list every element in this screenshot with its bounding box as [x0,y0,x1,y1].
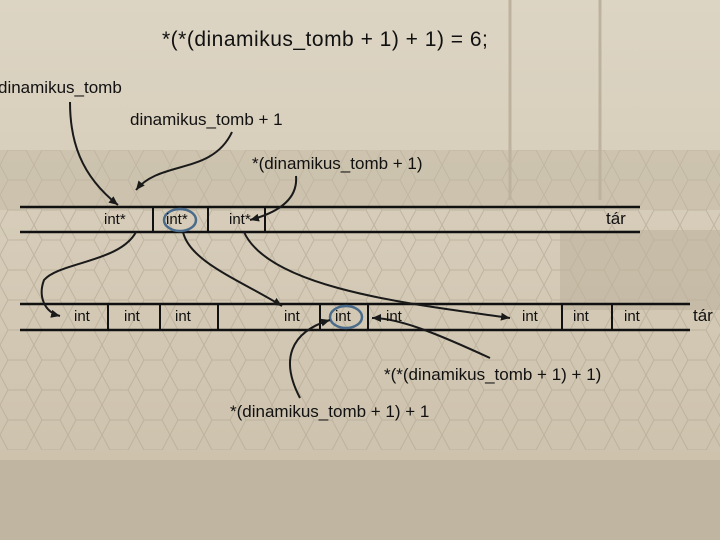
arrow-deref-to-second-pointer-value [249,175,298,222]
int-cell-label: int [175,308,191,325]
int-cell-label: int [522,308,538,325]
int-row-storage-label: tár [693,306,713,325]
int-cell-label: int [124,308,140,325]
arrow-plus-1-to-second-pointer [135,131,233,191]
label-deref-dinamikus-tomb-plus-1: *(dinamikus_tomb + 1) [252,154,423,173]
int-cell-label: int [284,308,300,325]
pointer-row-storage-label: tár [606,209,626,228]
label-deref-deref-plus-1: *(*(dinamikus_tomb + 1) + 1) [384,365,602,384]
arrow-pointer-2-to-int-block [182,231,283,307]
label-dinamikus-tomb: dinamikus_tomb [0,78,122,97]
label-dinamikus-tomb-plus-1: dinamikus_tomb + 1 [130,110,283,129]
pointer-cell-label: int* [229,211,251,228]
arrow-pointer-1-to-int-row-start [40,231,137,318]
pointer-cell-label: int* [166,211,188,228]
expression-title: *(*(dinamikus_tomb + 1) + 1) = 6; [162,28,489,51]
arrow-dinamikus-tomb-to-first-pointer [69,101,119,206]
int-memory-row [20,302,690,332]
highlight-ring-int-cell [328,304,364,330]
label-deref-plus-1: *(dinamikus_tomb + 1) + 1 [230,402,430,421]
arrow-deref-plus-1-to-int-cell [289,318,331,399]
int-cell-label: int [74,308,90,325]
pointer-cell-label: int* [104,211,126,228]
int-cell-label: int [335,308,351,325]
highlight-ring-pointer-cell [162,207,198,233]
arrow-deref-deref-to-int-cell [371,314,491,359]
arrow-pointer-3-to-int-block [243,231,511,321]
int-cell-label: int [573,308,589,325]
pointer-memory-row [20,205,640,234]
int-cell-label: int [624,308,640,325]
int-cell-label: int [386,308,402,325]
